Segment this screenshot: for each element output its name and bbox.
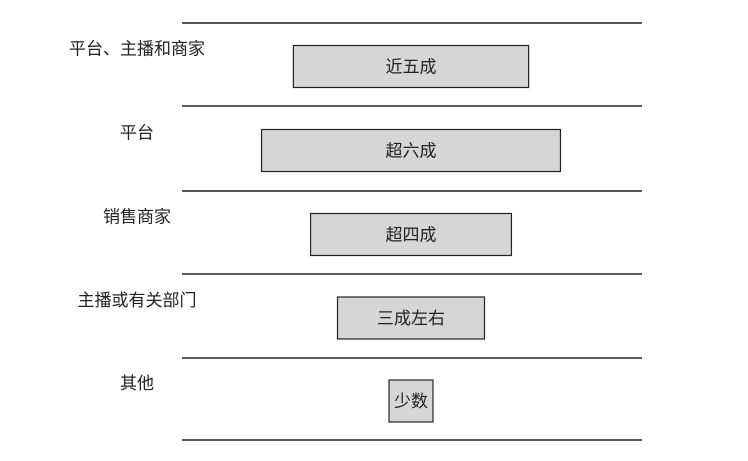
bar <box>336 296 486 340</box>
bar-value-label: 超四成 <box>386 226 437 246</box>
bar-value-label: 超六成 <box>386 142 437 162</box>
row-dividers <box>182 22 642 441</box>
bar <box>260 128 562 173</box>
bar-value-label: 近五成 <box>386 58 437 78</box>
category-label: 销售商家 <box>103 208 171 228</box>
bars-group <box>260 44 562 423</box>
category-label: 其他 <box>120 374 154 394</box>
bar <box>309 212 513 257</box>
category-label: 平台、主播和商家 <box>69 40 205 60</box>
bar <box>292 44 530 89</box>
bar <box>388 379 434 423</box>
bar-value-label: 少数 <box>394 392 428 412</box>
bar-value-label: 三成左右 <box>377 309 445 329</box>
category-label: 主播或有关部门 <box>78 291 197 311</box>
category-label: 平台 <box>120 124 154 144</box>
